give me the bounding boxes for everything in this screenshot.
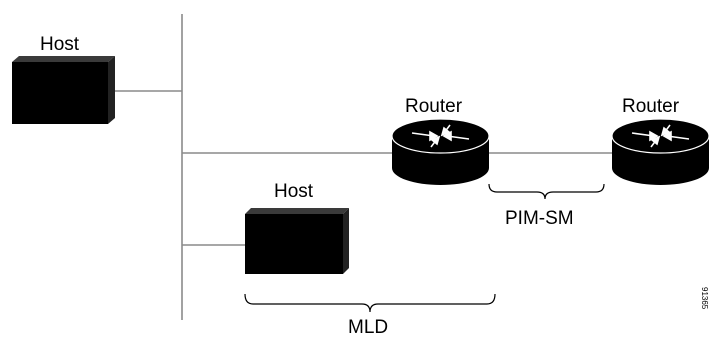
router-left-label: Router [405, 96, 463, 117]
router-right-icon [611, 118, 710, 185]
pim-sm-brace [488, 183, 605, 200]
pim-sm-label: PIM-SM [505, 208, 574, 229]
host-top-icon [12, 56, 115, 124]
host-bottom-icon [245, 208, 349, 274]
host-bottom-label: Host [274, 181, 314, 202]
mld-brace [244, 293, 496, 313]
router-left-icon [391, 118, 490, 185]
mld-label: MLD [348, 317, 389, 338]
router-right-label: Router [622, 96, 680, 117]
host-top-label: Host [40, 34, 80, 55]
figure-id: 91365 [700, 287, 709, 310]
